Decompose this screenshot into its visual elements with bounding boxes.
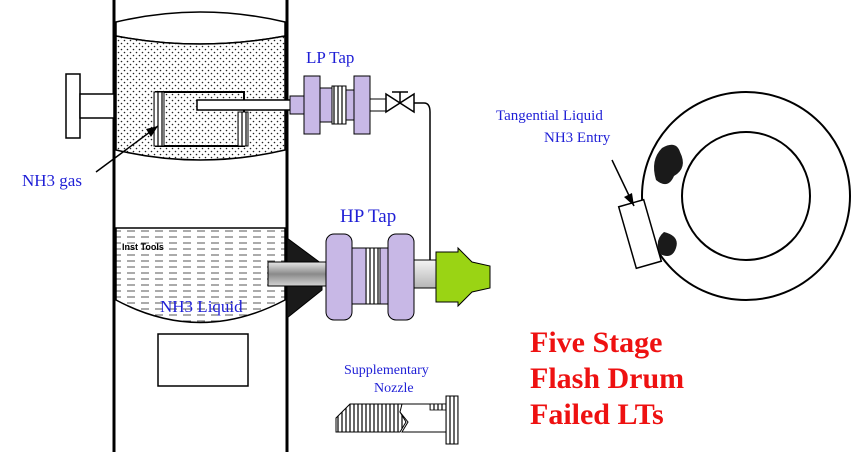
headline-line2: Flash Drum <box>530 362 684 395</box>
nh3-gas-arrow <box>95 125 159 173</box>
nh3-liquid-label: NH3 Liquid <box>160 297 243 316</box>
pipe-cross-section <box>611 91 851 301</box>
lp-tap-assembly <box>289 75 431 260</box>
hp-tap-assembly <box>267 233 491 321</box>
tangential-label-line2: NH3 Entry <box>544 130 611 146</box>
supplementary-nozzle-sketch <box>335 395 459 445</box>
supplementary-label-line2: Nozzle <box>374 381 414 396</box>
supplementary-label-line1: Supplementary <box>344 363 429 378</box>
vessel <box>112 0 289 452</box>
nh3-gas-label: NH3 gas <box>22 171 82 190</box>
hp-tap-label: HP Tap <box>340 206 396 227</box>
liquid-compartment <box>115 227 286 324</box>
headline-line1: Five Stage <box>530 326 662 359</box>
inst-tools-watermark: Inst Tools <box>122 242 164 252</box>
top-head <box>115 11 286 45</box>
lp-tap-label: LP Tap <box>306 48 354 67</box>
bottom-boot <box>157 333 249 387</box>
headline-line3: Failed LTs <box>530 398 664 431</box>
left-nozzle <box>65 73 115 139</box>
tangential-label-line1: Tangential Liquid <box>496 108 603 124</box>
lp-internal-pocket <box>153 91 318 147</box>
